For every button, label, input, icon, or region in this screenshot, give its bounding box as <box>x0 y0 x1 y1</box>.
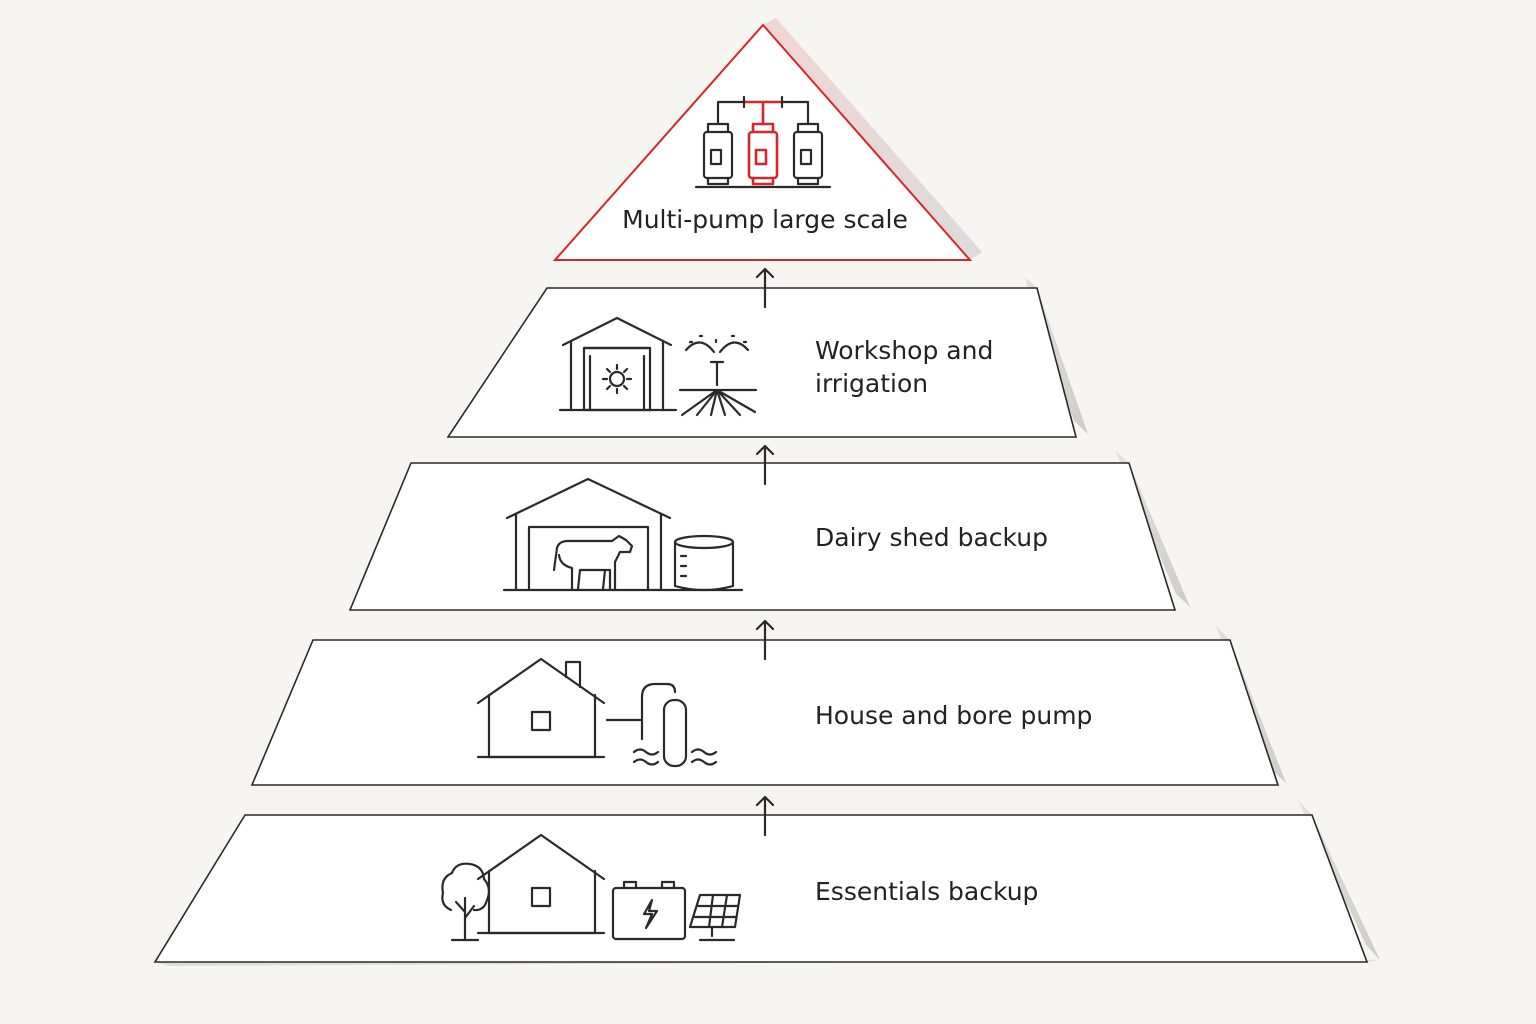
house-icon <box>476 657 606 759</box>
tier-face <box>446 287 1078 438</box>
tier-label-multi-pump-large-scale: Multi-pump large scale <box>622 205 908 234</box>
tier-label-house-and-bore-pump: House and bore pump <box>815 701 1093 730</box>
tier-face <box>552 23 973 261</box>
arrow-up-icon <box>755 444 775 486</box>
tier-house-and-bore-pump <box>250 626 1286 786</box>
workshop-barn-icon <box>558 316 678 412</box>
solar-panel-icon <box>688 893 742 942</box>
dairy-shed-icon <box>502 477 744 592</box>
arrow-up-icon <box>755 795 775 837</box>
cow-icon <box>552 534 634 591</box>
pump-tank-icon <box>742 100 784 186</box>
battery-icon <box>611 880 687 941</box>
tier-essentials-backup <box>153 800 1380 966</box>
tier-multi-pump-large-scale <box>552 18 982 261</box>
sprinkler-icon <box>678 334 758 417</box>
tier-face <box>348 462 1177 611</box>
tier-face <box>153 814 1369 963</box>
pump-tank-icon <box>702 100 746 186</box>
tier-dairy-shed-backup <box>348 450 1190 611</box>
tier-bottom-edge <box>155 960 1380 966</box>
tree-icon <box>441 862 491 942</box>
arrow-up-icon <box>755 619 775 661</box>
water-tank-icon <box>673 534 735 592</box>
tier-side <box>763 18 982 260</box>
house-icon <box>476 833 606 935</box>
tier-label-essentials-backup: Essentials backup <box>815 877 1039 906</box>
bore-pump-icon <box>605 682 718 768</box>
arrow-up-icon <box>755 267 775 309</box>
tier-label-workshop-and-irrigation: Workshop and irrigation <box>815 336 994 398</box>
tier-face <box>250 639 1280 786</box>
tier-workshop-and-irrigation <box>446 276 1088 438</box>
pump-tank-icon <box>742 95 824 186</box>
tier-label-dairy-shed-backup: Dairy shed backup <box>815 523 1048 552</box>
